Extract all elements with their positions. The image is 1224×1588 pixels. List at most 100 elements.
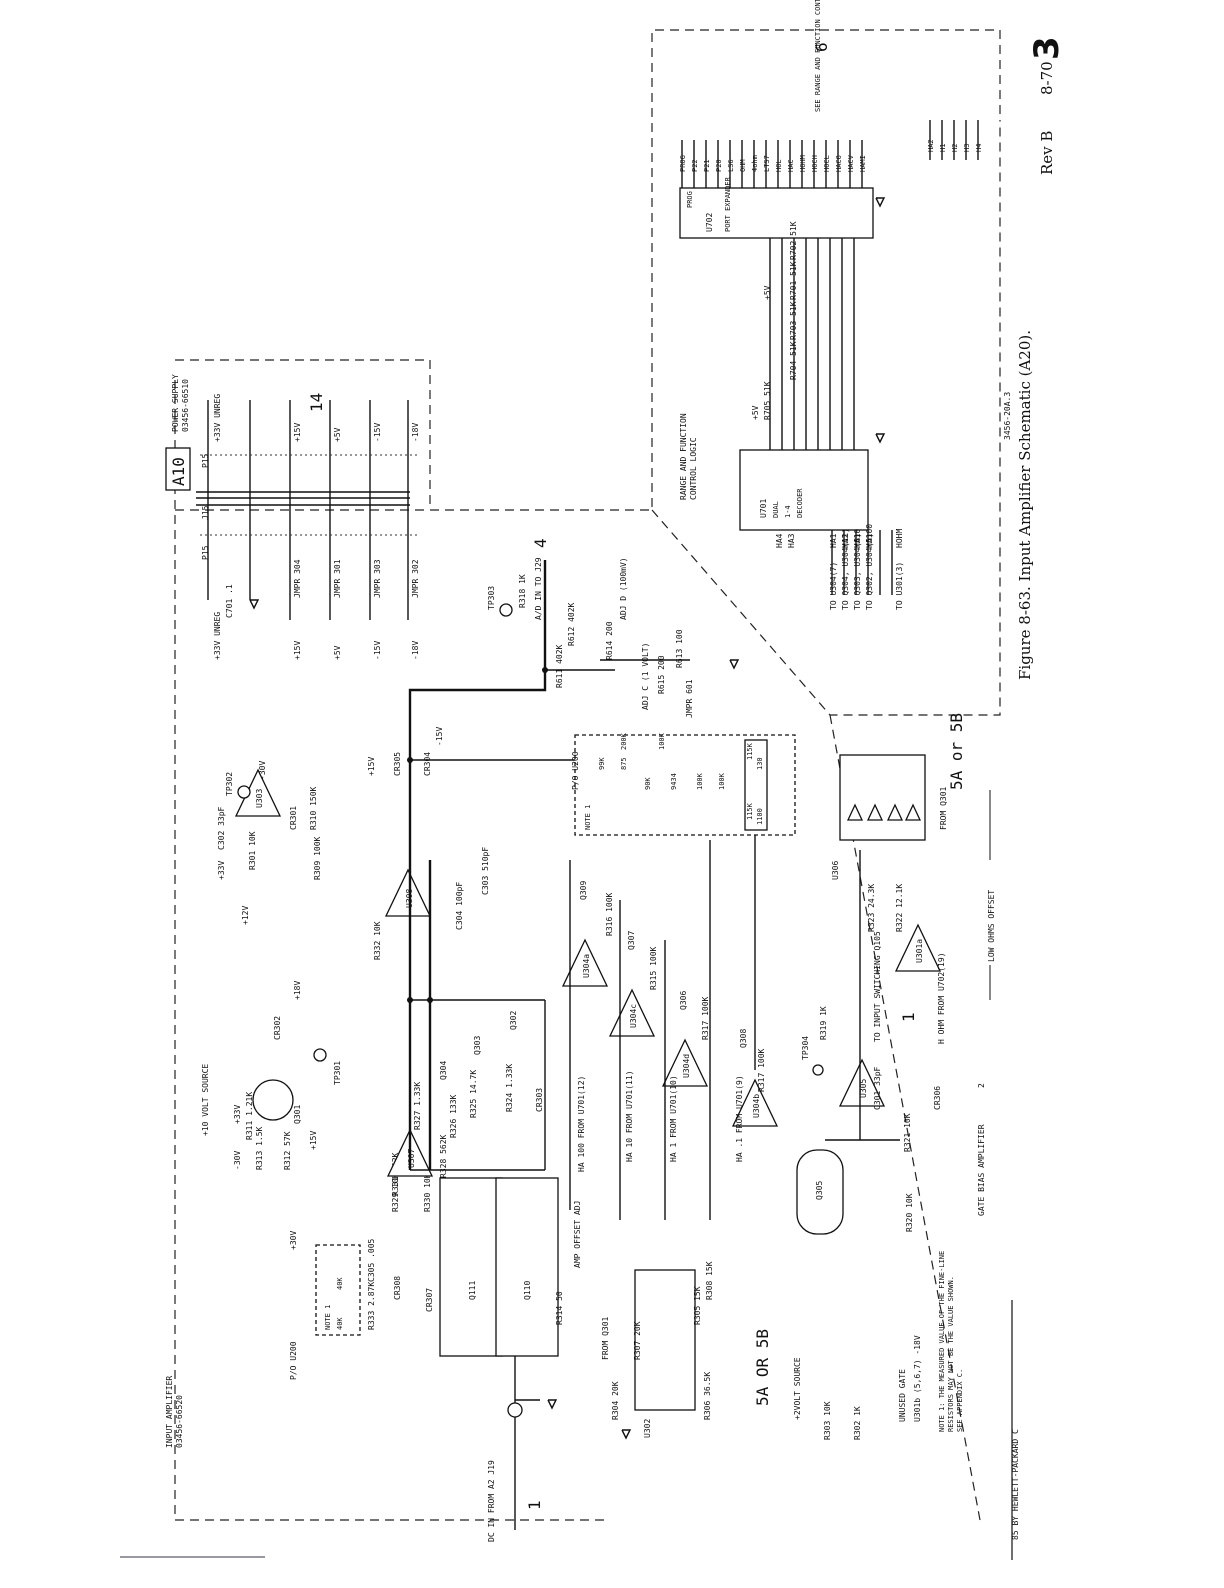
adj-d-label: ADJ D (100mV): [619, 557, 628, 620]
decoder-lines: [769, 238, 893, 595]
see-range-sheet-number: 6: [812, 42, 831, 52]
ctrl-out-label-4: LS6: [727, 159, 735, 172]
gate-bias-number: 2: [977, 1083, 986, 1088]
q110-dual-fet: [495, 1177, 559, 1357]
adj-c-label: ADJ C (1 VOLT): [641, 643, 650, 710]
c301-label: C301 33pF: [873, 1066, 882, 1110]
r308-label: R308 15K: [705, 1261, 714, 1300]
jmpr601-label: JMPR 601: [685, 679, 694, 718]
q301-label: Q301: [293, 1105, 302, 1124]
rail-m15-ps: -15V: [373, 423, 382, 442]
ctrl-out-label-12: HOCL: [823, 155, 831, 172]
u701-decoder: [739, 449, 869, 531]
r314x-label: R317 100K: [701, 996, 710, 1040]
r611-label: R611 402K: [555, 644, 564, 688]
a10-box: [165, 447, 191, 491]
tp303-marker: [499, 603, 513, 617]
gate-bias-label: GATE BIAS AMPLIFIER: [977, 1124, 986, 1216]
low-ohms-label: LOW OHMS OFFSET: [987, 890, 996, 962]
rail-m30-u303: -30V: [258, 761, 267, 780]
ctrl-out-label-11: HOCH: [811, 155, 819, 172]
ctrl-right-label-4: H4: [975, 144, 983, 152]
net-100k-b: 100K: [658, 732, 666, 750]
cr304-label: CR304: [423, 752, 432, 776]
ha1-from: HA 1 FROM U701(10): [669, 1075, 678, 1162]
ctrl-right-label-1: H1: [939, 144, 947, 152]
ps-sheet-number: 14: [307, 393, 326, 412]
tp302-marker: [237, 785, 251, 799]
u304c-opamp: [608, 988, 656, 1037]
p15-label-a: P15: [201, 453, 210, 468]
r613-label: R613 100: [675, 629, 684, 668]
u304a-label: U304a: [582, 954, 591, 978]
net-99k: 99K: [598, 757, 606, 770]
jmpr-304-label: JMPR 304: [293, 559, 302, 598]
r327-label: R327 1.33K: [413, 1082, 422, 1130]
u304d-label: U304d: [682, 1054, 691, 1078]
u701-1of4-label: 1-4: [784, 505, 792, 518]
u200-bottom-network: [315, 1244, 361, 1336]
r312-label: R312 57K: [283, 1131, 292, 1170]
net-875: 875: [620, 757, 628, 770]
sig-ha100: HA100: [865, 524, 874, 548]
ground-symbols: [249, 197, 886, 1440]
ctrl-out-label-6: 4ohm: [751, 155, 759, 172]
r326-label: R326 133K: [449, 1094, 458, 1138]
tp303-label: TP303: [487, 586, 496, 610]
jmpr-302-label: JMPR 302: [411, 559, 420, 598]
ctrl-right-label-3: H3: [963, 144, 971, 152]
note1-bottom-tag: NOTE 1: [324, 1305, 332, 1330]
r40k-b: 40K: [336, 1277, 344, 1290]
u301a-label: U301a: [915, 939, 924, 963]
rail-p33-unreg-left: +33V UNREG: [213, 612, 222, 660]
r301-label: R301 10K: [248, 831, 257, 870]
note1-line1: NOTE 1: THE MEASURED VALUE OF THE FINE-L…: [938, 1251, 946, 1432]
u702-label: U702: [705, 213, 714, 232]
u304c-label: U304c: [629, 1004, 638, 1028]
rail-p30-bottom: +30V: [289, 1231, 298, 1250]
sheet-ref-5a5b-top: 5A or 5B: [947, 713, 966, 790]
drawing-number: 3456-20A.3: [1003, 392, 1012, 440]
tp304-marker: [812, 1064, 824, 1076]
q306-label: Q306: [679, 991, 688, 1010]
r324-label: R324 1.33K: [505, 1064, 514, 1112]
r325-label: R325 14.7K: [469, 1070, 478, 1118]
sig-ha3: HA3: [787, 533, 796, 548]
q111-label: Q111: [468, 1281, 477, 1300]
sig-ha4: HA4: [775, 533, 784, 548]
tp302-label: TP302: [225, 772, 234, 796]
page-tab-number: 3: [1027, 36, 1067, 60]
r319-label: R319 1K: [819, 1006, 828, 1040]
ctrl-out-label-13: HACO: [835, 155, 843, 172]
two-volt-source-label: +2VOLT SOURCE: [793, 1357, 802, 1420]
rail-m15-cr304: -15V: [435, 727, 444, 746]
ten-volt-source: Q301 TP301 CR302 +18V R311 1.21K R313 1.…: [233, 981, 342, 1170]
ha01-from: HA .1 FROM U701(9): [735, 1075, 744, 1162]
sig-ha2: HA2: [841, 533, 850, 548]
figure-rev: Rev B: [1038, 131, 1056, 175]
u306-buffer: U306 FROM Q301: [831, 754, 948, 880]
r311-label: R311 1.21K: [245, 1092, 254, 1140]
c303-label: C303 510pF: [481, 847, 490, 895]
rail-p15-left: +15V: [293, 641, 302, 660]
input-terminal: [507, 1402, 523, 1418]
u701-dual-label: DUAL: [772, 501, 780, 518]
r330-label: R330 10K: [423, 1173, 432, 1212]
r316-label: R316 100K: [605, 892, 614, 936]
power-supply-title: POWER SUPPLY: [171, 374, 180, 432]
to-q303: TO Q303, U304(8): [853, 533, 862, 610]
u701-label: U701: [759, 499, 768, 518]
r322-label: R322 12.1K: [895, 884, 904, 932]
input-switching-number: 1: [899, 1012, 918, 1022]
sig-ha1: HA1: [829, 533, 838, 548]
r614-label: R614 200: [605, 621, 614, 660]
cr308-label: CR308: [393, 1276, 402, 1300]
cr306-label: CR306: [933, 1086, 942, 1110]
sig-hohm: HOHM: [895, 529, 904, 548]
rail-m15-left: -15V: [373, 641, 382, 660]
r702-label: R702 51K: [789, 221, 798, 260]
r701-label: R701 51K: [789, 261, 798, 300]
to-u301: TO U301(3): [895, 562, 904, 610]
r328-label: R328 562K: [439, 1134, 448, 1178]
r612-label: R612 402K: [567, 602, 576, 646]
